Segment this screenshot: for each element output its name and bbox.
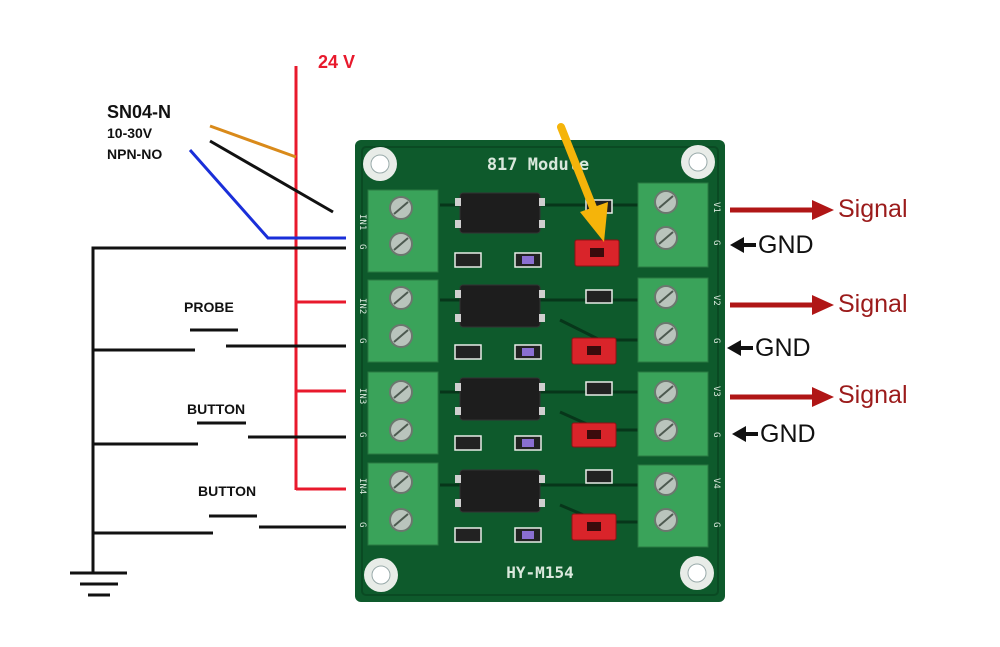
pin-label: G xyxy=(711,432,721,437)
pin-label: G xyxy=(711,522,721,527)
sensor-wires xyxy=(188,124,346,240)
pin-label: V3 xyxy=(711,386,721,397)
board-model: HY-M154 xyxy=(506,563,573,582)
mounting-hole xyxy=(681,145,715,179)
sensor-voltage-label: 10-30V xyxy=(107,125,153,141)
signal-label: Signal xyxy=(838,290,908,318)
pin-label: G xyxy=(357,338,367,343)
mounting-hole xyxy=(364,558,398,592)
pin-label: IN4 xyxy=(357,478,367,494)
switch-contacts xyxy=(190,328,257,518)
ground-wires xyxy=(91,246,346,572)
highlight-arrow xyxy=(557,123,608,242)
switch-label-button: BUTTON xyxy=(187,401,246,417)
gnd-label: GND xyxy=(760,420,816,448)
pin-label: G xyxy=(711,338,721,343)
gnd-arrow xyxy=(727,237,758,442)
pin-label: IN3 xyxy=(357,388,367,404)
switch-label-probe: PROBE xyxy=(184,299,234,315)
gnd-label: GND xyxy=(755,334,811,362)
mounting-hole xyxy=(363,147,397,181)
signal-label: Signal xyxy=(838,195,908,223)
pin-label: G xyxy=(711,240,721,245)
pin-label: G xyxy=(357,522,367,527)
pin-label: V4 xyxy=(711,478,721,489)
ground-symbol xyxy=(70,571,127,597)
optocoupler-board xyxy=(355,140,725,602)
board-title: 817 Module xyxy=(487,155,589,175)
pin-label: V1 xyxy=(711,202,721,213)
signal-arrow xyxy=(730,200,834,407)
switch-label-button: BUTTON xyxy=(198,483,257,499)
pin-label: V2 xyxy=(711,295,721,306)
supply-voltage-label: 24 V xyxy=(318,52,356,72)
signal-label: Signal xyxy=(838,381,908,409)
optocoupler-chip xyxy=(459,192,541,513)
pin-label: G xyxy=(357,244,367,249)
input-pin-labels: IN1 G IN2 G IN3 G IN4 G xyxy=(357,214,367,527)
pin-label: IN1 xyxy=(357,214,367,230)
sensor-model-label: SN04-N xyxy=(107,102,172,122)
mounting-hole xyxy=(680,556,714,590)
pin-label: G xyxy=(357,432,367,437)
gnd-label: GND xyxy=(758,231,814,259)
sensor-type-label: NPN-NO xyxy=(107,146,163,162)
led-indicator xyxy=(522,256,534,539)
output-pin-labels: V1 G V2 G V3 G V4 G xyxy=(711,202,721,527)
supply-wires xyxy=(294,66,346,491)
pin-label: IN2 xyxy=(357,298,367,314)
